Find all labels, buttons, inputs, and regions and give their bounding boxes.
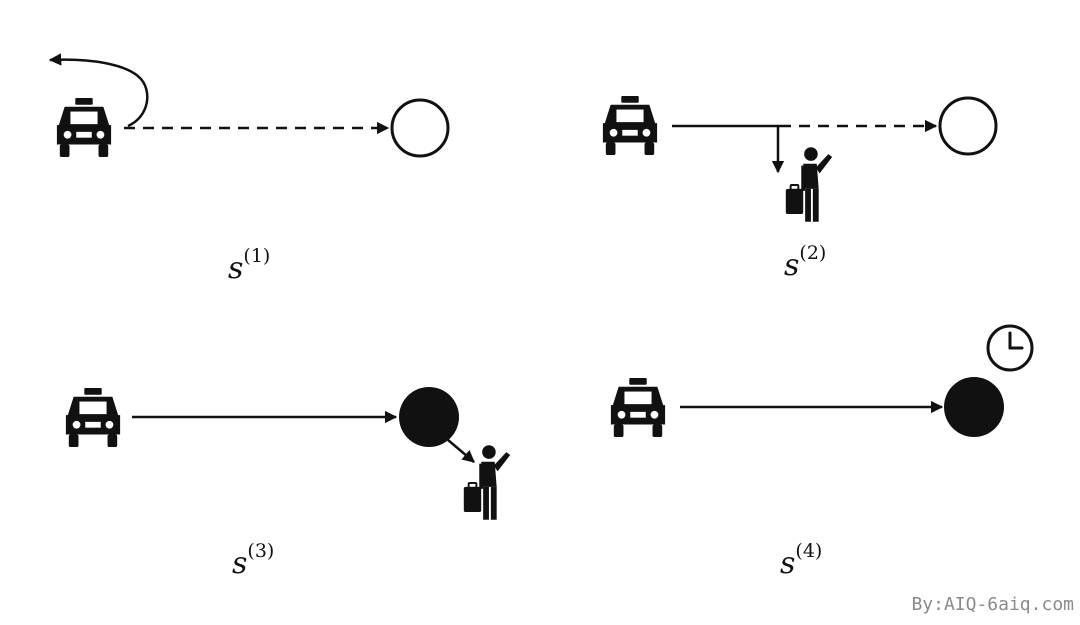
taxi-icon [65, 388, 121, 448]
u-turn-arrow-icon [48, 53, 149, 128]
taxi-icon [610, 378, 666, 438]
panel-label: s(1) [228, 245, 270, 286]
panel-label: s(4) [780, 540, 822, 581]
filled-destination-circle-icon [944, 377, 1004, 437]
passenger-hailing-icon [784, 146, 834, 223]
panel-label: s(3) [232, 540, 274, 581]
panel-s4: s(4) [610, 324, 1034, 581]
empty-destination-circle-icon [938, 96, 998, 156]
taxi-icon [602, 96, 658, 156]
panel-s2: s(2) [602, 96, 998, 283]
taxi-icon [56, 98, 112, 158]
filled-destination-circle-icon [399, 387, 459, 447]
panel-s3: s(3) [65, 387, 512, 581]
empty-destination-circle-icon [390, 98, 450, 158]
watermark-text: By:AIQ-6aiq.com [911, 594, 1074, 615]
passenger-hailing-icon [462, 444, 512, 521]
diagonal-arrow-icon [447, 439, 475, 463]
panel-s1: s(1) [48, 53, 450, 286]
clock-icon [986, 324, 1034, 372]
panel-label: s(2) [784, 242, 826, 283]
